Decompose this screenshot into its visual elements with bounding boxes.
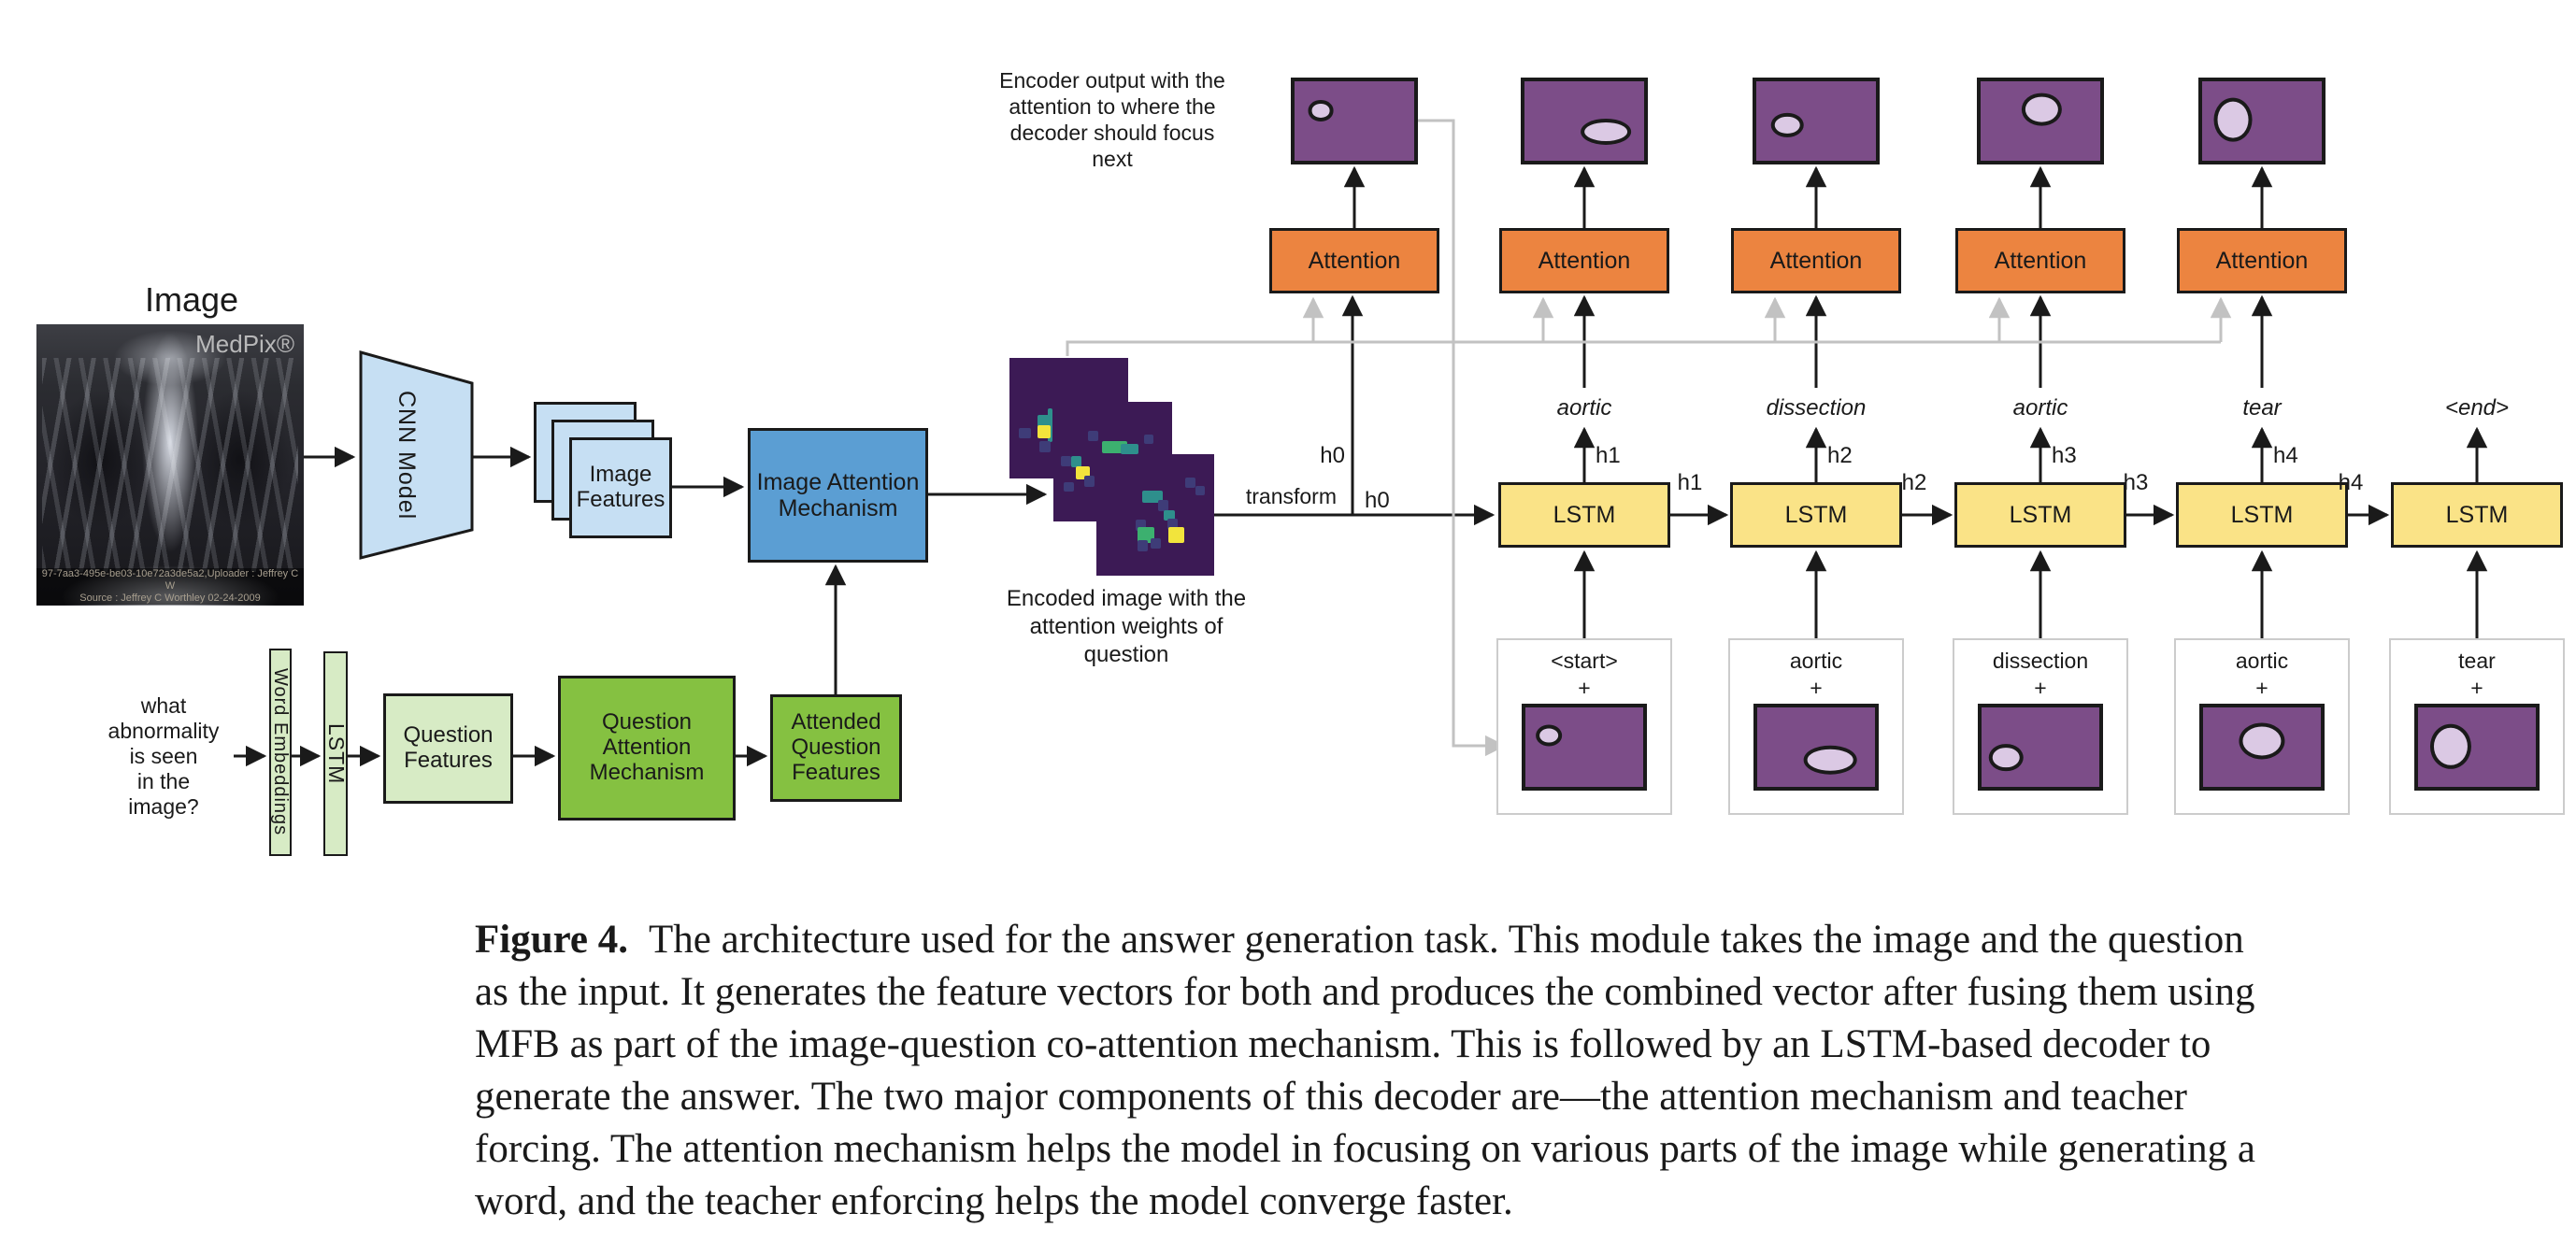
h0-lower-label: h0 [1365,488,1390,513]
caption-line-5: forcing. The attention mechanism helps t… [475,1127,2256,1171]
input-image-1 [1522,704,1647,791]
word-embeddings-label: Word Embeddings [270,668,292,836]
decoder-lstm-4: LSTM [2176,482,2348,548]
focus-image-step-1 [1291,78,1418,164]
attention-box-5: Attention [2177,228,2347,293]
input-image-4 [2199,704,2325,791]
h2-chain-label: h2 [1901,470,1927,495]
focus-image-step-4 [1977,78,2104,164]
h4-upper-label: h4 [2273,443,2298,468]
output-word-4: tear [2242,395,2282,421]
input-image-3 [1978,704,2103,791]
output-word-3: aortic [2012,395,2068,421]
encoded-image-note: Encoded image with the attention weights… [1006,586,1247,667]
input-image-5 [2414,704,2540,791]
attention-box-4: Attention [1955,228,2125,293]
h1-upper-label: h1 [1596,443,1621,468]
decoder-lstm-3: LSTM [1954,482,2126,548]
h3-upper-label: h3 [2052,443,2077,468]
input-word-4: aortic [2235,649,2289,673]
word-embeddings-box: Word Embeddings [269,649,292,856]
plus-sign-3: + [2034,676,2047,700]
plus-sign-4: + [2255,676,2268,700]
h0-upper-label: h0 [1320,443,1345,468]
caption-line-2: as the input. It generates the feature v… [475,970,2255,1014]
figure-caption-label: Figure 4. [475,918,629,962]
image-attention-mechanism-box: Image Attention Mechanism [748,428,928,563]
input-image-2 [1753,704,1879,791]
question-features-box: Question Features [383,693,513,804]
plus-sign-2: + [1810,676,1823,700]
input-slot-2: aortic + [1728,638,1904,815]
caption-line-3: MFB as part of the image-question co-att… [475,1022,2211,1066]
cnn-model-label: CNN Model [394,390,420,521]
input-slot-4: aortic + [2174,638,2350,815]
image-section-title: Image [144,280,239,319]
image-features-box: Image Features [569,437,672,538]
caption-line-6: word, and the teacher enforcing helps th… [475,1179,1513,1223]
output-word-2: dissection [1766,395,1867,421]
input-slot-3: dissection + [1953,638,2128,815]
question-attention-mechanism-box: Question Attention Mechanism [558,676,736,821]
input-word-2: aortic [1789,649,1843,673]
attention-box-1: Attention [1269,228,1439,293]
focus-image-step-2 [1521,78,1648,164]
input-word-1: <start> [1551,649,1618,673]
xray-ribs-texture [41,358,299,572]
output-word-1: aortic [1556,395,1612,421]
attention-box-3: Attention [1731,228,1901,293]
focus-image-step-5 [2198,78,2326,164]
encoded-image-heatmap-3 [1096,454,1214,576]
plus-sign-5: + [2470,676,2483,700]
transform-label: transform [1245,484,1337,508]
input-word-3: dissection [1992,649,2089,673]
input-slot-1: <start> + [1496,638,1672,815]
attention-box-2: Attention [1499,228,1669,293]
encoder-output-note: Encoder output with the attention to whe… [999,68,1225,171]
input-slot-5: tear + [2389,638,2565,815]
xray-credit-text: 97-7aa3-495e-be03-10e72a3de5a2,Uploader … [36,568,304,605]
figure-caption: Figure 4. The architecture used for the a… [475,914,2255,1228]
chest-xray-image: MedPix® 97-7aa3-495e-be03-10e72a3de5a2,U… [36,324,304,606]
output-word-5: <end> [2444,395,2510,421]
medpix-watermark: MedPix® [195,330,294,358]
question-lstm-box: LSTM [323,651,349,856]
attended-question-features-box: Attended Question Features [770,694,902,802]
caption-line-1: The architecture used for the answer gen… [649,918,2244,962]
h2-upper-label: h2 [1827,443,1853,468]
h4-chain-label: h4 [2338,470,2364,495]
decoder-lstm-1: LSTM [1498,482,1670,548]
input-word-5: tear [2458,649,2496,673]
question-text: what abnormality is seen in the image? [107,693,220,819]
decoder-lstm-5: LSTM [2391,482,2563,548]
decoder-lstm-2: LSTM [1730,482,1902,548]
caption-line-4: generate the answer. The two major compo… [475,1075,2187,1119]
h1-chain-label: h1 [1677,470,1703,495]
focus-image-step-3 [1753,78,1880,164]
plus-sign-1: + [1578,676,1591,700]
h3-chain-label: h3 [2123,470,2149,495]
question-lstm-label: LSTM [323,722,349,785]
